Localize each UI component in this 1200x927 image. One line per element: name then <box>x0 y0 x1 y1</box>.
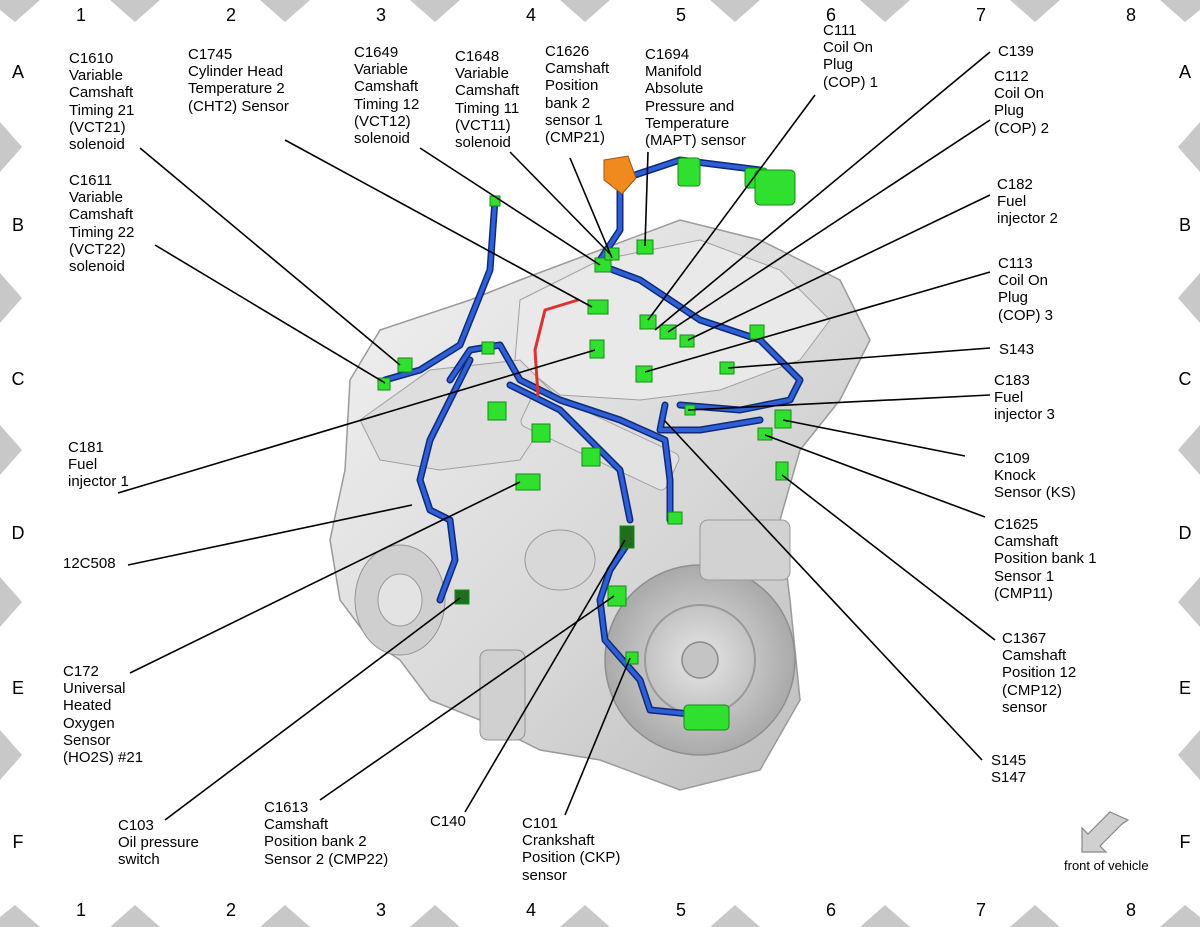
col-label-1-bottom: 1 <box>75 900 86 920</box>
label-c1626: C1626 Camshaft Position bank 2 sensor 1 … <box>545 43 610 147</box>
label-c182: C182 Fuel injector 2 <box>997 176 1058 228</box>
orange-connector <box>603 155 637 195</box>
label-c103: C103 Oil pressure switch <box>118 817 199 869</box>
label-c109: C109 Knock Sensor (KS) <box>994 450 1076 502</box>
label-12c508: 12C508 <box>63 555 116 572</box>
label-c183: C183 Fuel injector 3 <box>994 372 1055 424</box>
connector-c1613 <box>607 585 627 607</box>
row-label-a-left: A <box>11 62 24 82</box>
connector-c1625 <box>775 461 789 481</box>
row-label-d-left: D <box>11 523 25 543</box>
row-label-e-right: E <box>1178 678 1191 698</box>
label-c1367: C1367 Camshaft Position 12 (CMP12) senso… <box>1002 630 1077 716</box>
label-c172: C172 Universal Heated Oxygen Sensor (HO2… <box>63 663 144 767</box>
label-c181: C181 Fuel injector 1 <box>68 439 129 491</box>
col-label-4-bottom: 4 <box>525 900 536 920</box>
front-of-vehicle-arrow-icon <box>1081 811 1130 853</box>
connector-injector <box>487 401 507 421</box>
col-label-5-bottom: 5 <box>675 900 686 920</box>
label-c101: C101 Crankshaft Position (CKP) sensor <box>522 815 621 884</box>
label-s145-s147: S145 S147 <box>991 752 1027 787</box>
row-label-e-left: E <box>11 678 24 698</box>
connector-c113 <box>635 365 653 383</box>
col-label-6-bottom: 6 <box>825 900 836 920</box>
label-c140: C140 <box>430 813 466 830</box>
connector-c181 <box>589 339 605 359</box>
col-label-7-top: 7 <box>975 5 986 25</box>
row-label-f-left: F <box>12 832 24 852</box>
col-label-3-bottom: 3 <box>375 900 386 920</box>
connector-c111 <box>639 314 657 330</box>
connector-c182 <box>749 324 765 340</box>
connector-c1648 <box>604 247 620 261</box>
row-label-d-right: D <box>1178 523 1192 543</box>
connector-c109 <box>757 427 773 441</box>
connector-c1610 <box>397 357 413 373</box>
connector-c172 <box>683 704 730 731</box>
front-of-vehicle-label: front of vehicle <box>1064 858 1149 873</box>
col-label-6-top: 6 <box>825 5 836 25</box>
leader-lines <box>117 51 996 821</box>
col-label-8-top: 8 <box>1125 5 1136 25</box>
row-label-a-right: A <box>1178 62 1191 82</box>
label-c1613: C1613 Camshaft Position bank 2 Sensor 2 … <box>264 799 389 868</box>
row-label-b-right: B <box>1178 215 1191 235</box>
col-label-2-top: 2 <box>225 5 236 25</box>
col-label-8-bottom: 8 <box>1125 900 1136 920</box>
row-label-c-left: C <box>11 369 25 389</box>
label-c1649: C1649 Variable Camshaft Timing 12 (VCT12… <box>354 44 420 148</box>
connector-c103 <box>454 589 470 605</box>
label-c1648: C1648 Variable Camshaft Timing 11 (VCT11… <box>455 48 520 152</box>
wiring-harness <box>381 156 804 719</box>
label-c112: C112 Coil On Plug (COP) 2 <box>994 68 1050 137</box>
connector-c139 <box>754 169 796 206</box>
col-label-5-top: 5 <box>675 5 686 25</box>
connector-c1649 <box>594 257 612 273</box>
col-label-7-bottom: 7 <box>975 900 986 920</box>
col-label-2-bottom: 2 <box>225 900 236 920</box>
row-label-f-right: F <box>1179 832 1191 852</box>
label-c1625: C1625 Camshaft Position bank 1 Sensor 1 … <box>994 516 1097 602</box>
row-label-c-right: C <box>1178 369 1192 389</box>
connector-12c508 <box>515 473 541 491</box>
label-c113: C113 Coil On Plug (COP) 3 <box>998 255 1054 324</box>
connector-mapt-plug <box>677 157 701 187</box>
connector-c1745 <box>587 299 609 315</box>
col-label-1-top: 1 <box>75 5 86 25</box>
col-label-3-top: 3 <box>375 5 386 25</box>
label-c139: C139 <box>998 43 1034 60</box>
label-s143: S143 <box>999 341 1035 358</box>
label-c1694: C1694 Manifold Absolute Pressure and Tem… <box>645 46 746 150</box>
connector-c1611b <box>481 341 495 355</box>
label-c1611: C1611 Variable Camshaft Timing 22 (VCT22… <box>69 172 135 276</box>
col-label-4-top: 4 <box>525 5 536 25</box>
label-c1745: C1745 Cylinder Head Temperature 2 (CHT2)… <box>188 46 289 115</box>
label-c1610: C1610 Variable Camshaft Timing 21 (VCT21… <box>69 50 135 154</box>
label-c111: C111 Coil On Plug (COP) 1 <box>823 22 879 91</box>
row-label-b-left: B <box>11 215 24 235</box>
connector-c183 <box>774 409 792 429</box>
